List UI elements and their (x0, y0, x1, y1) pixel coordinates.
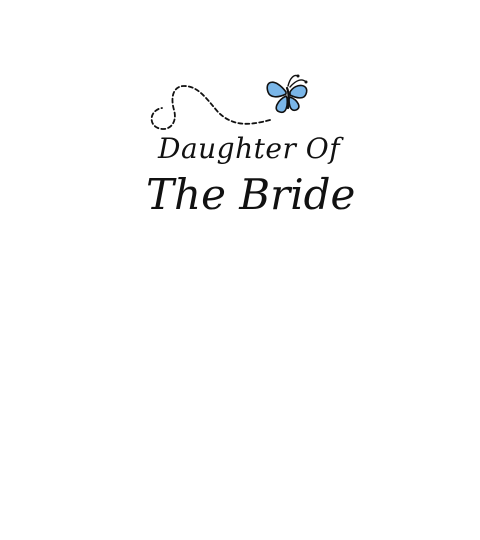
butterfly-icon (266, 74, 308, 114)
the-bride-text: The Bride (146, 170, 356, 219)
daughter-of-the-bride-graphic: Daughter Of The Bride (140, 66, 355, 226)
dotted-flight-trail (150, 85, 271, 130)
daughter-of-text: Daughter Of (158, 132, 341, 165)
